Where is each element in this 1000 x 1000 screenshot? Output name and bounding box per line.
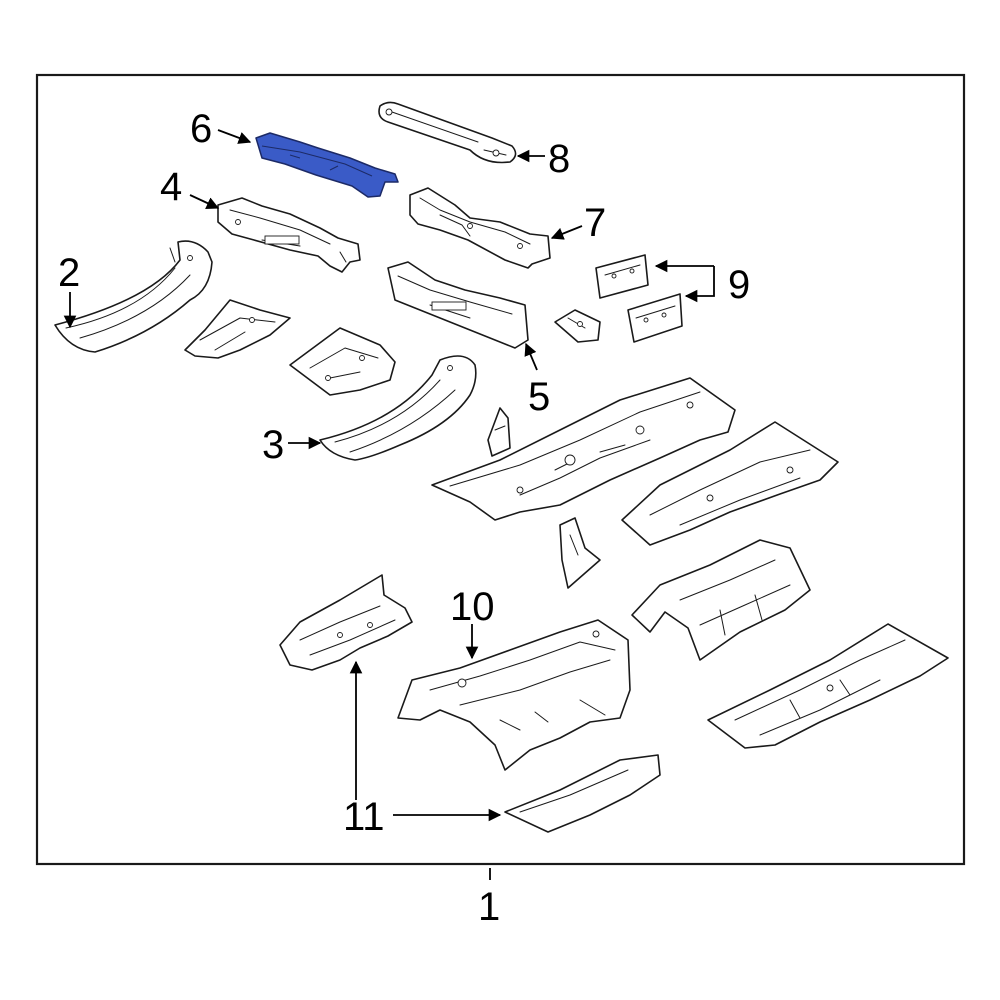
part-8-crossmember[interactable] (378, 101, 517, 164)
part-rear-floor-pan[interactable] (707, 623, 949, 749)
callout-8[interactable]: 8 (548, 137, 570, 181)
part-4-bracket[interactable] (217, 197, 361, 273)
callout-4[interactable]: 4 (160, 165, 182, 209)
callout-5[interactable]: 5 (528, 375, 550, 419)
leader-lines (63, 129, 715, 880)
part-small-bracket-a[interactable] (184, 299, 291, 359)
leader-9b (684, 266, 715, 303)
part-small-bracket-b[interactable] (289, 327, 396, 396)
callout-7[interactable]: 7 (584, 201, 606, 245)
leader-4 (189, 194, 220, 209)
callout-1[interactable]: 1 (478, 885, 500, 929)
diagram-frame (35, 73, 966, 866)
callout-10[interactable]: 10 (450, 585, 495, 629)
part-center-floor-panel[interactable] (431, 377, 736, 521)
part-10-floor-pan[interactable] (397, 619, 631, 771)
part-clip[interactable] (554, 309, 601, 343)
part-side-floor-panel[interactable] (621, 421, 839, 546)
part-6-bracket-highlighted[interactable] (255, 132, 399, 198)
part-small-bracket-d[interactable] (559, 517, 601, 589)
leader-6 (217, 129, 252, 144)
callout-6[interactable]: 6 (190, 107, 212, 151)
part-11-sill-upper[interactable] (279, 574, 413, 671)
part-7-rail[interactable] (409, 187, 551, 269)
leader-5 (524, 342, 538, 371)
part-9-plate-upper[interactable] (595, 254, 649, 299)
part-2-wheelhouse[interactable] (54, 240, 213, 353)
part-3-wheelhouse[interactable] (319, 355, 477, 461)
part-9-plate-lower[interactable] (627, 293, 683, 343)
leader-7 (550, 225, 583, 240)
part-5-rail[interactable] (387, 261, 529, 349)
part-small-bracket-c[interactable] (487, 407, 511, 457)
callout-2[interactable]: 2 (58, 251, 80, 295)
part-rear-floor-tunnel[interactable] (631, 539, 811, 661)
callout-3[interactable]: 3 (262, 423, 284, 467)
part-11-sill-lower[interactable] (504, 754, 661, 833)
callout-11[interactable]: 11 (343, 795, 385, 839)
callout-9[interactable]: 9 (728, 263, 750, 307)
